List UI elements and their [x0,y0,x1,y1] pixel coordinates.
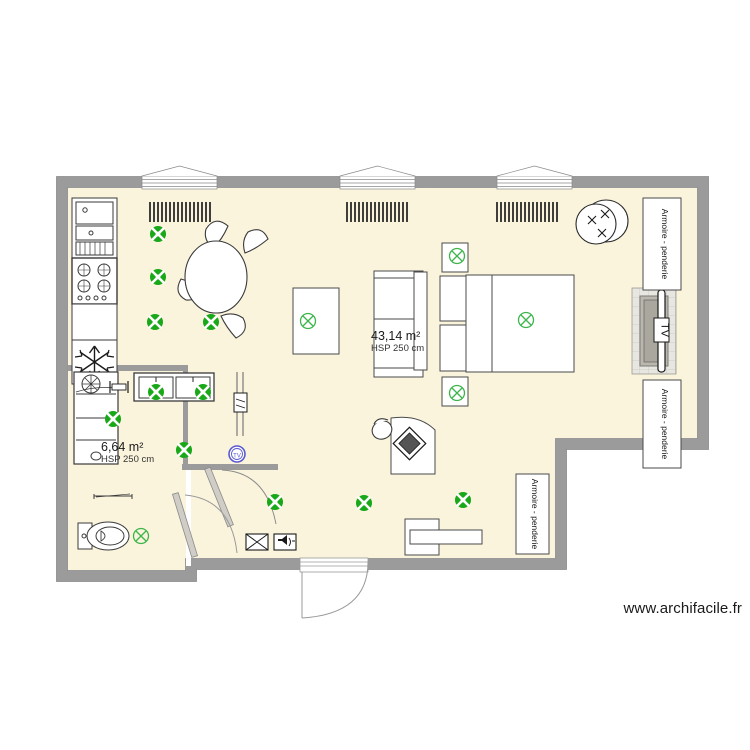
radiator-3 [496,202,558,222]
pillow-1 [439,275,467,322]
entrance-door[interactable] [299,557,369,619]
wc-door[interactable] [171,492,238,558]
ceiling-light [267,494,283,510]
ceiling-light [148,384,164,400]
watermark-url: www.archifacile.fr [623,600,742,617]
junction-box-icon [245,533,269,551]
table-top [184,240,248,314]
window-living [339,165,416,190]
wall-outline [56,176,709,582]
potted-plant [575,199,629,245]
tv-outlet-icon: TV [228,445,246,463]
doorbell-icon [273,533,297,551]
room-label-main: 43,14 m² HSP 250 cm [371,329,424,354]
svg-text:TV: TV [233,453,241,459]
wardrobe-top-right-label: Armoire - penderie [660,209,670,280]
windows [141,165,573,190]
cooktop [71,257,118,305]
window-bedroom [496,165,573,190]
ceiling-light [150,269,166,285]
interior-walls [68,182,433,566]
sockets [132,247,535,545]
tv-wall-unit: TV [631,287,677,375]
socket [132,527,150,545]
electrical-panel [233,372,248,436]
wardrobe-bottom-right: Armoire - penderie [642,379,682,469]
socket [448,384,466,402]
ceiling-light [147,314,163,330]
wardrobe-lower-mid-label: Armoire - penderie [530,479,540,550]
ceiling-light [195,384,211,400]
ceiling-light [203,314,219,330]
computer-icon [392,426,427,461]
ceiling-lights [105,226,471,511]
radiator-1 [149,202,211,222]
desk-group [371,416,436,475]
kitchen-units [71,197,118,385]
sideboard [404,518,483,556]
wardrobe-top-right: Armoire - penderie [642,197,682,291]
ceiling-light [356,495,372,511]
ceiling-light [105,411,121,427]
radiators [149,202,558,222]
tv-unit-label: TV [659,323,671,338]
mattress [465,274,493,373]
socket [299,312,317,330]
towel-bar [93,493,133,499]
wardrobe-lower-mid: Armoire - penderie [515,473,550,555]
faucet-icon [109,381,129,393]
radiator-2 [346,202,408,222]
socket [448,247,466,265]
round-dining-table [177,220,269,339]
room-label-bath: 6,64 m² HSP 250 cm [101,440,154,465]
wardrobe-bottom-right-label: Armoire - penderie [660,389,670,460]
pillow-2 [439,324,467,372]
office-chair [371,418,393,440]
room-height-main: HSP 250 cm [371,343,425,354]
walls [56,176,709,582]
socket [517,311,535,329]
room-height-bath: HSP 250 cm [101,454,155,465]
room-area-bath: 6,64 m² [101,440,144,454]
kitchen-sink [71,197,118,259]
ceiling-light [176,442,192,458]
kitchen-counter [71,303,118,347]
sofa [373,270,428,378]
room-area-main: 43,14 m² [371,329,421,343]
double-vanity [133,372,215,402]
window-kitchen [141,165,218,190]
ceiling-light [455,492,471,508]
toilet [77,521,130,551]
ceiling-light [150,226,166,242]
